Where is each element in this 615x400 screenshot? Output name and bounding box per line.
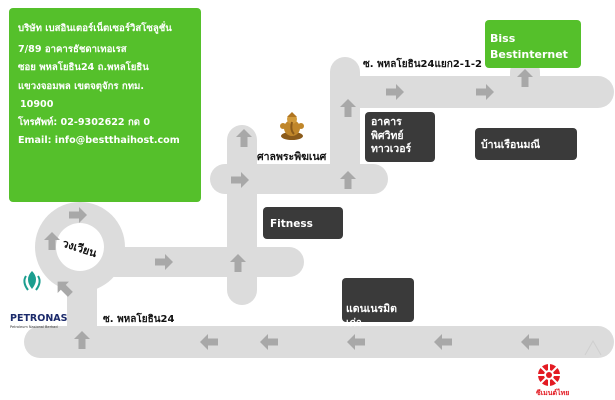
building-lines [584,339,602,356]
direction-arrow-icon [155,254,173,270]
street-label-soi24: ซ. พหลโยธิน24 [103,314,175,325]
direction-arrow-icon [200,334,218,350]
direction-arrow-icon [236,129,252,147]
road-vertical-shrine [227,125,257,305]
direction-arrow-icon [44,232,60,250]
building-label-1: อาคาร [371,116,402,128]
direction-arrow-icon [386,84,404,100]
address-line-3: แขวงจอมพล เขตจตุจักร กทม. [18,80,145,92]
dandaen-landmark: แดนเนรมิตเก่า [342,278,414,329]
direction-arrow-icon [521,334,539,350]
street-label-soi24-2-1-2: ซ. พหลโยธิน24แยก2-1-2 [363,59,482,70]
direction-arrow-icon [434,334,452,350]
petronas-label: PETRONAS [10,313,68,324]
direction-arrow-icon [260,334,278,350]
ganesh-icon [280,112,304,140]
address-line-4: 10900 [20,98,54,110]
petronas-logo-icon [23,271,41,291]
petronas-sub-label: Petroleum Nasional Berhad [10,325,58,329]
arrow-layer [44,69,539,350]
cement-logo-icon [538,364,560,386]
direction-arrow-icon [57,281,73,297]
company-name: บริษัท เบสอินเตอร์เน็ตเซอร์วิสโซลูชั่น [18,23,172,34]
building-label-2: พิศวิทย์ [371,129,404,142]
direction-arrow-icon [347,334,365,350]
direction-arrow-icon [231,172,249,188]
biss-landmark: Biss Bestinternet [485,20,581,68]
direction-arrow-icon [340,99,356,117]
dandaen-label: แดนเนรมิตเก่า [346,303,397,329]
road-soi24 [24,326,614,358]
biss-label-1: Biss [490,32,516,45]
shrine-label: ศาลพระพิฆเนศ [257,151,327,163]
biss-label-2: Bestinternet [490,48,568,61]
roads [24,57,614,358]
fitness-label: Fitness [270,218,313,230]
address-line-1: 7/89 อาคารธัชดาเทอเรส [18,44,127,56]
direction-arrow-icon [230,254,246,272]
address-line-2: ซอย พหลโยธิน24 ถ.พหลโยธิน [18,62,149,74]
direction-arrow-icon [476,84,494,100]
direction-arrow-icon [74,331,90,349]
baan-ruen-landmark: บ้านเรือนมณี [475,128,577,160]
cement-label: ซีเมนต์ไทย [536,389,570,397]
direction-arrow-icon [69,207,87,223]
roundabout [35,202,125,292]
company-phone: โทรศัพท์: 02-9302622 กด 0 [18,117,150,129]
company-email: Email: info@bestthaihost.com [18,135,180,147]
building-label-3: ทาวเวอร์ [371,143,412,155]
company-info-box: บริษัท เบสอินเตอร์เน็ตเซอร์วิสโซลูชั่น 7… [9,8,201,202]
direction-arrow-icon [340,171,356,189]
building-landmark: อาคาร พิศวิทย์ ทาวเวอร์ [365,112,435,162]
road-soi24-2-1-2 [330,76,614,108]
fitness-landmark: Fitness [263,207,343,239]
baan-ruen-label: บ้านเรือนมณี [481,139,541,151]
road-mid-horizontal [100,247,304,277]
direction-arrow-icon [517,69,533,87]
